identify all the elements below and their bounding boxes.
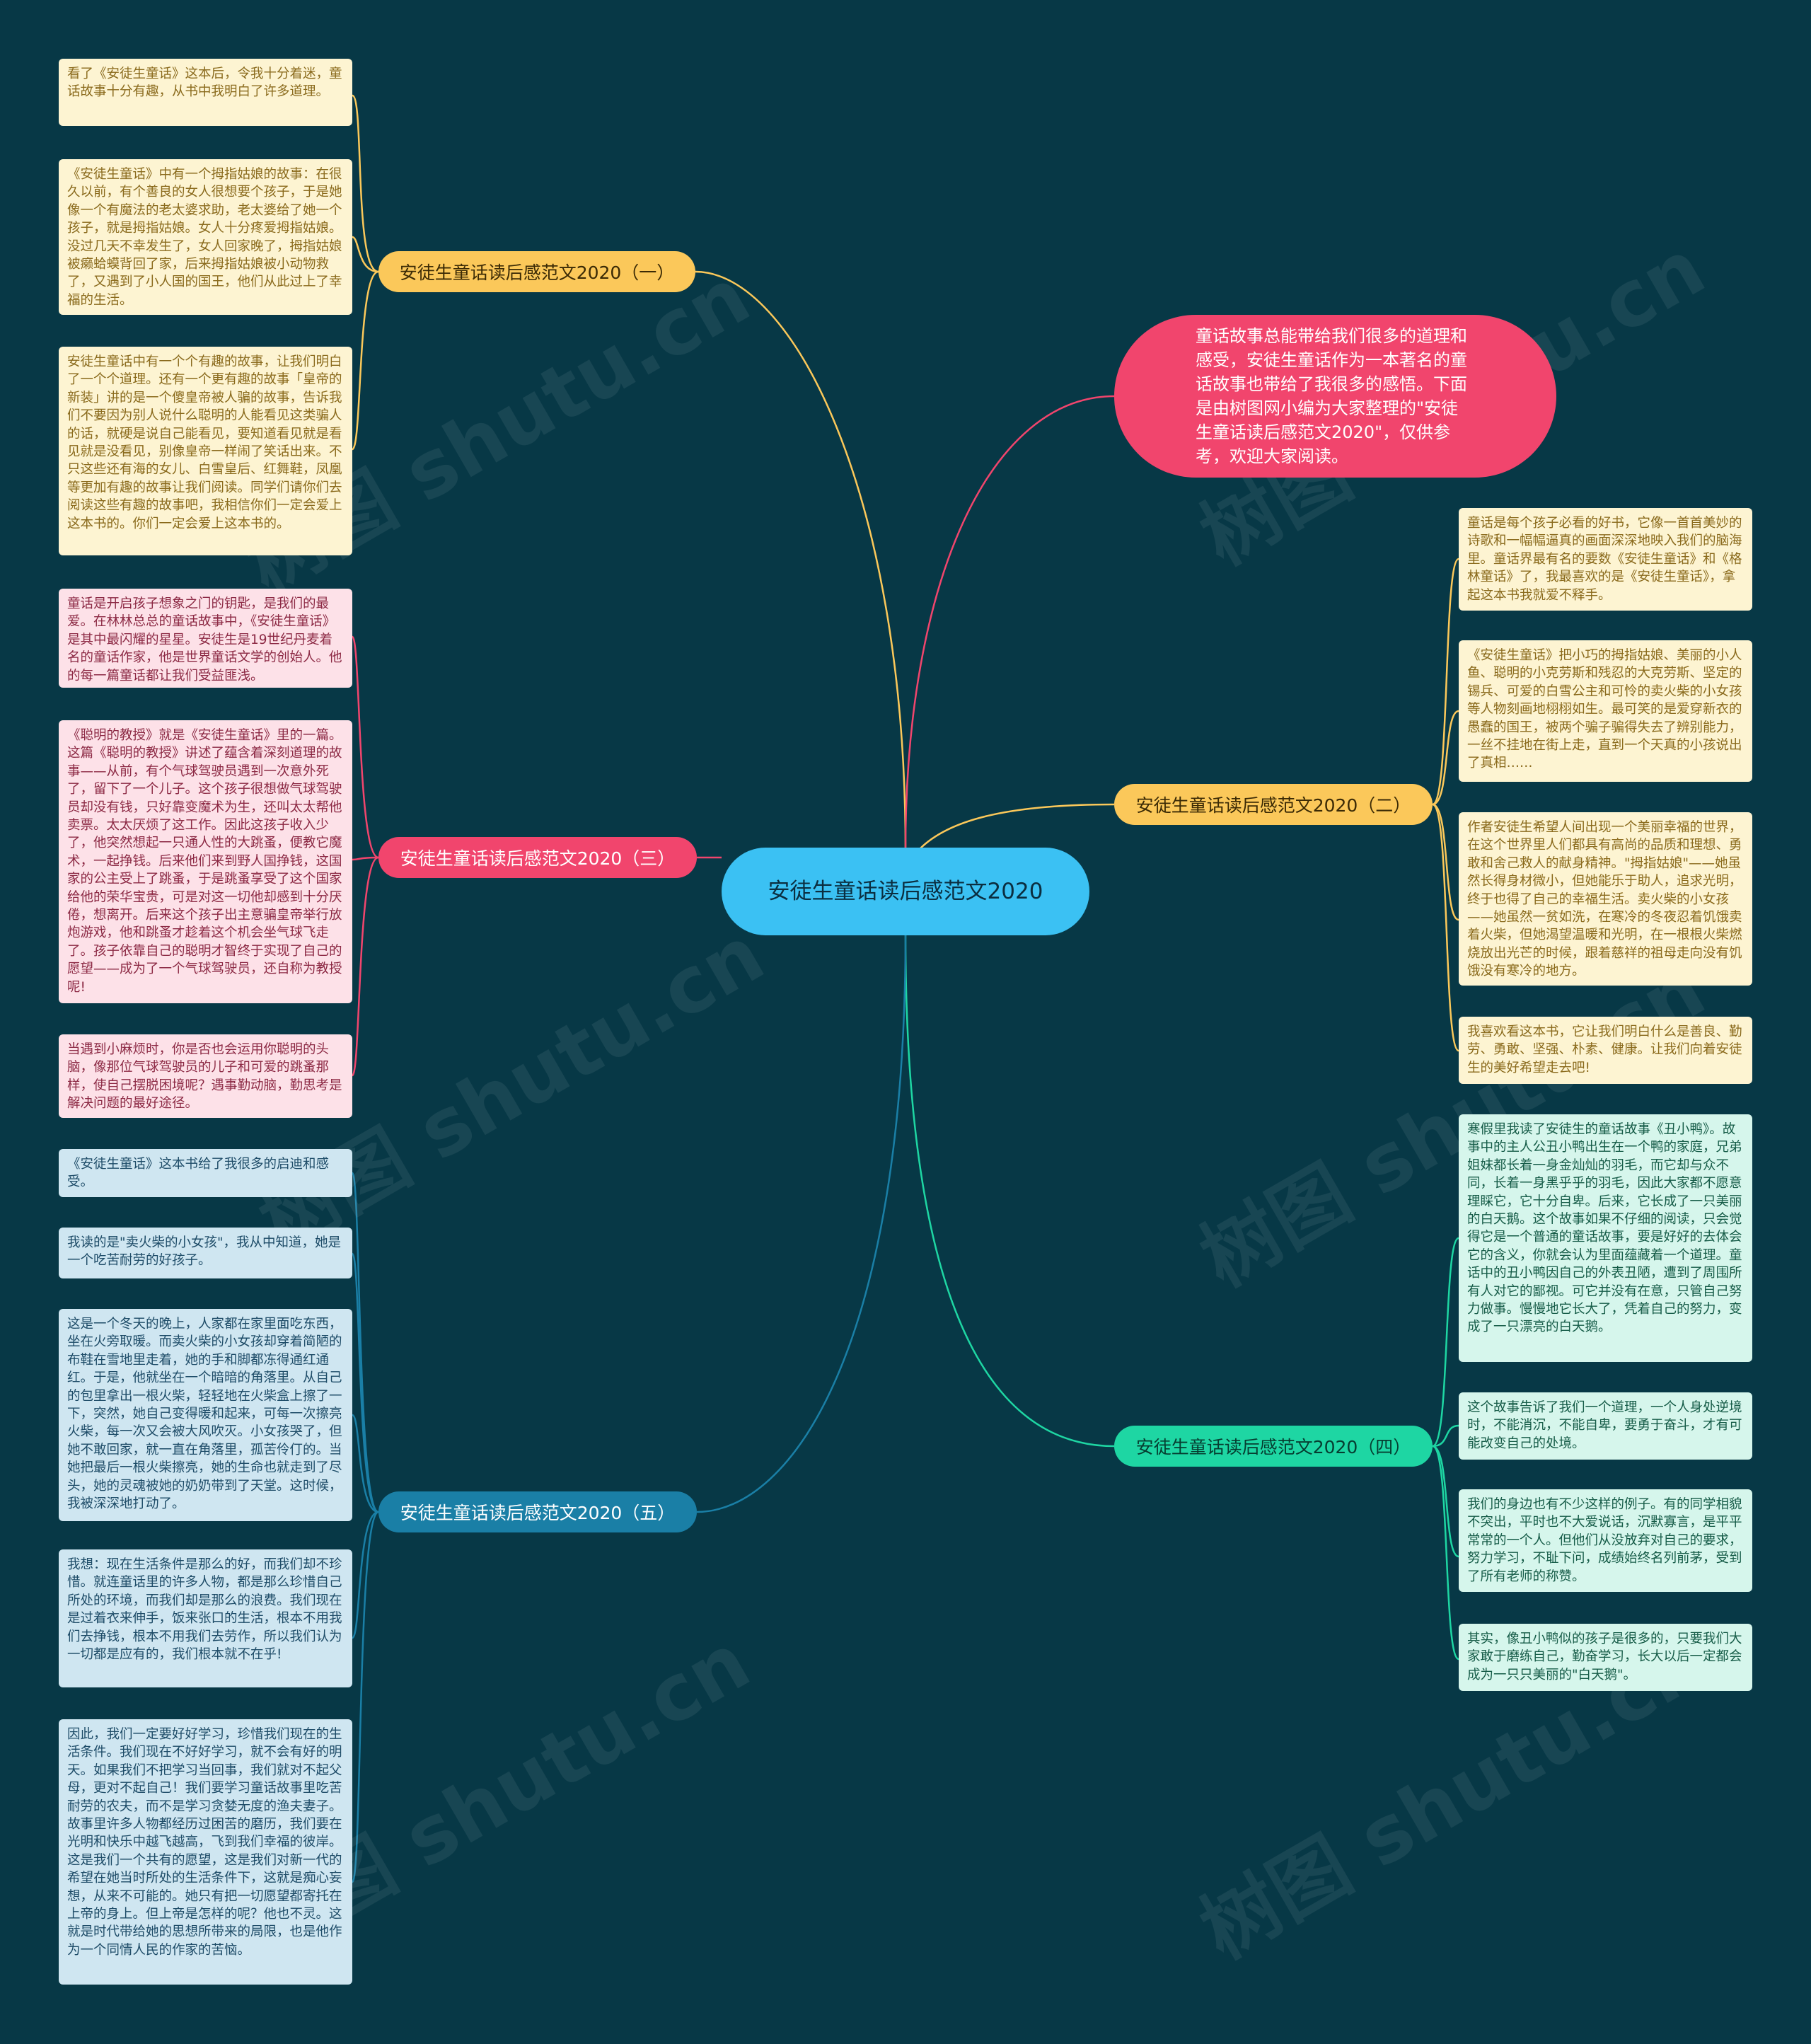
leaf-node[interactable]: 童话是开启孩子想象之门的钥匙，是我们的最爱。在林林总总的童话故事中，《安徒生童话… [59, 589, 352, 688]
leaf-node[interactable]: 我想：现在生活条件是那么的好，而我们却不珍惜。就连童话里的许多人物，都是那么珍惜… [59, 1549, 352, 1687]
branch-node-5[interactable]: 安徒生童话读后感范文2020（五） [378, 1491, 697, 1532]
connector-center-b5 [696, 933, 907, 1513]
leaf-node[interactable]: 这是一个冬天的晚上，人家都在家里面吃东西，坐在火旁取暖。而卖火柴的小女孩却穿着简… [59, 1309, 352, 1521]
connector-center-b4 [904, 933, 1115, 1448]
connector-center-intro [904, 395, 1115, 850]
leaf-node[interactable]: 我喜欢看这本书，它让我们明白什么是善良、勤劳、勇敢、坚强、朴素、健康。让我们向着… [1459, 1017, 1752, 1084]
central-topic[interactable]: 安徒生童话读后感范文2020 [722, 848, 1089, 935]
leaf-node[interactable]: 寒假里我读了安徒生的童话故事《丑小鸭》。故事中的主人公丑小鸭出生在一个鸭的家庭，… [1459, 1114, 1752, 1362]
intro-node[interactable]: 童话故事总能带给我们很多的道理和感受，安徒生童话作为一本著名的童话故事也带给了我… [1114, 315, 1556, 478]
leaf-node[interactable]: 其实，像丑小鸭似的孩子是很多的，只要我们大家敢于磨练自己，勤奋学习，长大以后一定… [1459, 1624, 1752, 1691]
leaf-node[interactable]: 看了《安徒生童话》这本后，令我十分着迷，童话故事十分有趣，从书中我明白了许多道理… [59, 59, 352, 126]
branch-node-4[interactable]: 安徒生童话读后感范文2020（四） [1114, 1426, 1433, 1467]
leaf-node[interactable]: 安徒生童话中有一个个有趣的故事，让我们明白了一个个道理。还有一个更有趣的故事「皇… [59, 347, 352, 555]
leaf-node[interactable]: 因此，我们一定要好好学习，珍惜我们现在的生活条件。我们现在不好好学习，就不会有好… [59, 1719, 352, 1985]
leaf-node[interactable]: 《聪明的教授》就是《安徒生童话》里的一篇。这篇《聪明的教授》讲述了蕴含着深刻道理… [59, 720, 352, 1003]
connector-center-b1 [695, 270, 907, 850]
leaf-node[interactable]: 我读的是"卖火柴的小女孩"，我从中知道，她是一个吃苦耐劳的好孩子。 [59, 1228, 352, 1278]
branch-node-1[interactable]: 安徒生童话读后感范文2020（一） [378, 251, 695, 292]
leaf-node[interactable]: 这个故事告诉了我们一个道理，一个人身处逆境时，不能消沉，不能自卑，要勇于奋斗，才… [1459, 1392, 1752, 1460]
leaf-node[interactable]: 《安徒生童话》这本书给了我很多的启迪和感受。 [59, 1149, 352, 1197]
branch-node-2[interactable]: 安徒生童话读后感范文2020（二） [1114, 784, 1433, 825]
leaf-node[interactable]: 《安徒生童话》把小巧的拇指姑娘、美丽的小人鱼、聪明的小克劳斯和残忍的大克劳斯、坚… [1459, 640, 1752, 782]
leaf-node[interactable]: 作者安徒生希望人间出现一个美丽幸福的世界，在这个世界里人们都具有高尚的品质和理想… [1459, 812, 1752, 986]
connector-center-b2 [919, 803, 1115, 850]
leaf-node[interactable]: 当遇到小麻烦时，你是否也会运用你聪明的头脑，像那位气球驾驶员的儿子和可爱的跳蚤那… [59, 1034, 352, 1118]
intro-text: 童话故事总能带给我们很多的道理和感受，安徒生童话作为一本著名的童话故事也带给了我… [1196, 326, 1467, 466]
leaf-node[interactable]: 我们的身边也有不少这样的例子。有的同学相貌不突出，平时也不大爱说话，沉默寡言，是… [1459, 1489, 1752, 1592]
leaf-node[interactable]: 童话是每个孩子必看的好书，它像一首首美妙的诗歌和一幅幅逼真的画面深深地映入我们的… [1459, 508, 1752, 611]
leaf-node[interactable]: 《安徒生童话》中有一个拇指姑娘的故事：在很久以前，有个善良的女人很想要个孩子，于… [59, 159, 352, 315]
branch-node-3[interactable]: 安徒生童话读后感范文2020（三） [378, 837, 697, 878]
